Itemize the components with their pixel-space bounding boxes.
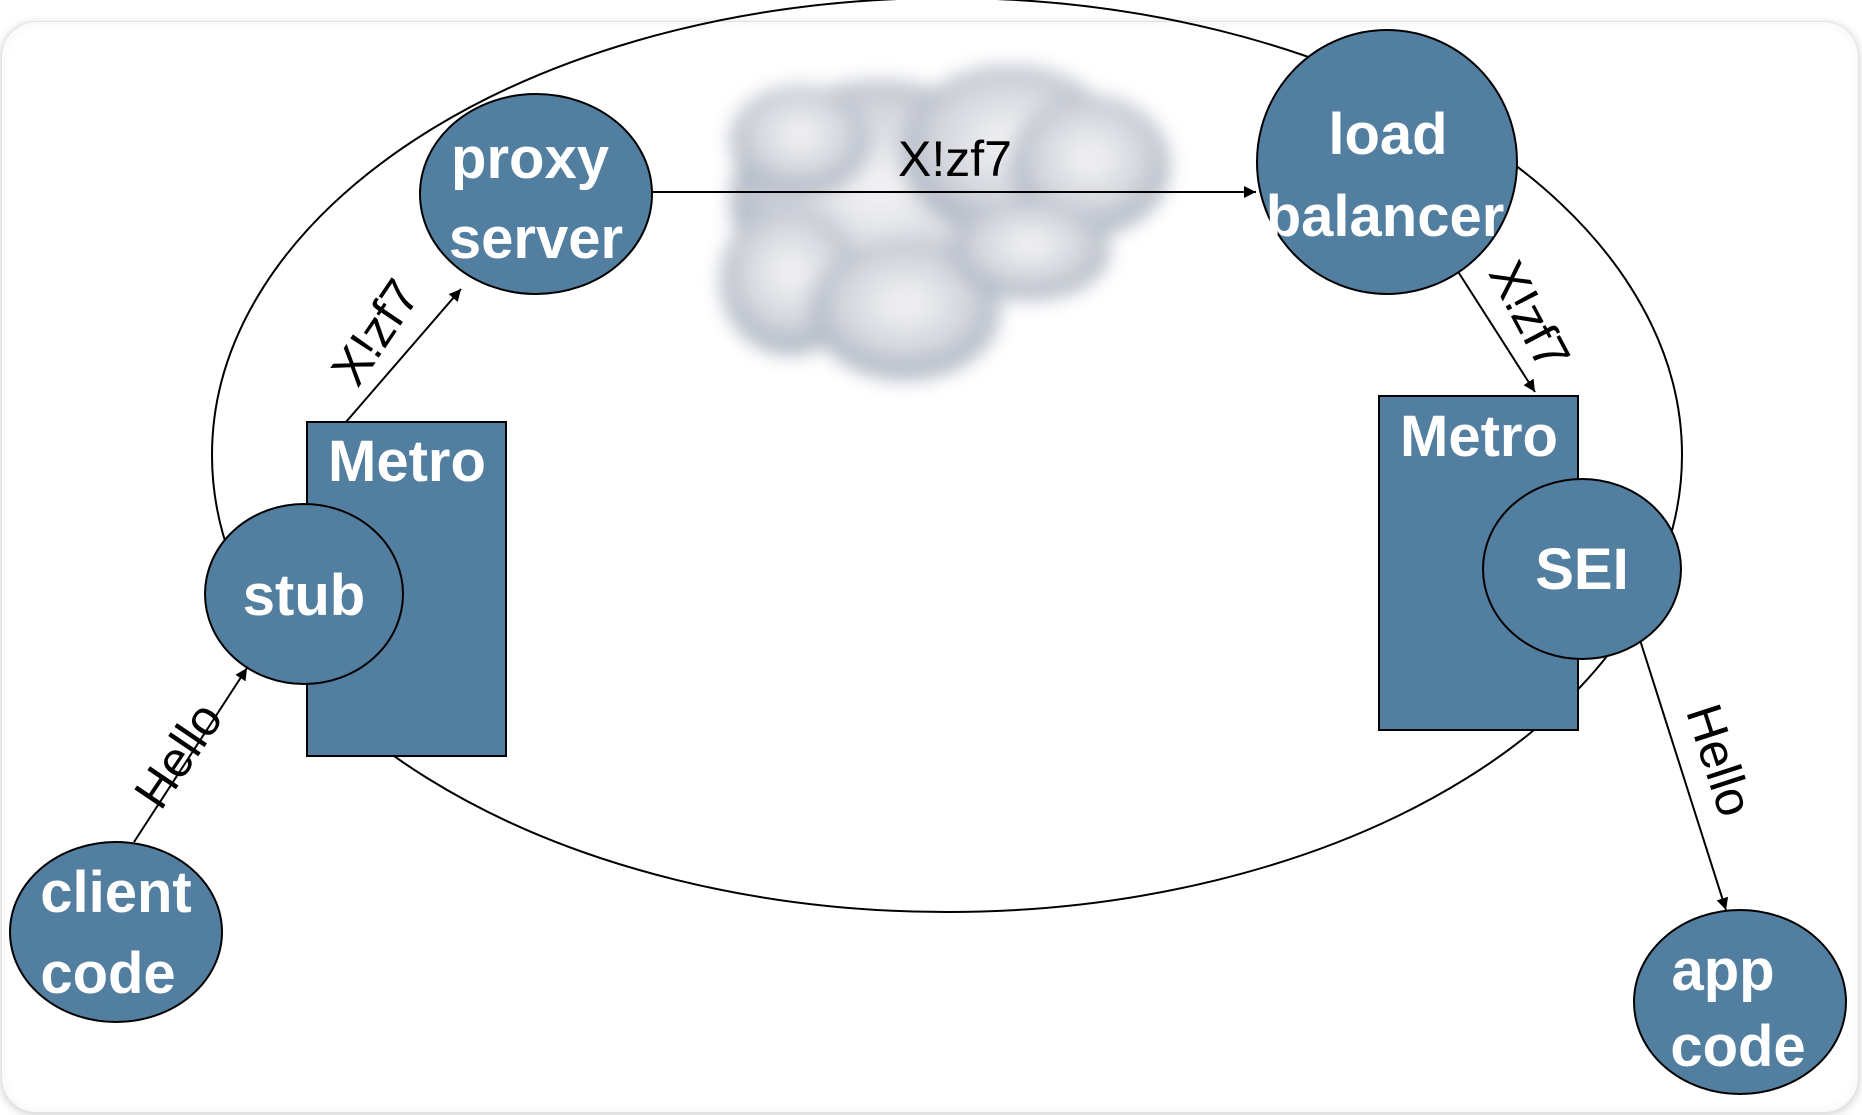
client-code-label-line2: code	[40, 941, 175, 1006]
load-balancer-node	[1256, 29, 1518, 295]
cloud-icon	[720, 65, 1170, 380]
proxy-server-node	[419, 93, 653, 295]
stub-label: stub	[243, 563, 365, 628]
app-code-node	[1633, 909, 1847, 1095]
edge-client-to-stub	[133, 667, 248, 843]
edge-balancer-to-metro	[1456, 269, 1536, 393]
edge-label-proxy-to-balancer: X!zf7	[898, 131, 1012, 187]
edge-label-sei-to-app: Hello	[1675, 697, 1763, 823]
edge-label-metro-to-proxy: X!zf7	[320, 269, 430, 395]
metro-right-label: Metro	[1400, 404, 1558, 469]
edge-metro-to-proxy	[345, 288, 462, 423]
edge-sei-to-app	[1639, 639, 1729, 911]
network-ring	[211, 0, 1683, 913]
client-code-node	[9, 841, 223, 1023]
load-balancer-label-line1: load	[1328, 102, 1447, 167]
app-code-label-line1: app	[1671, 938, 1774, 1003]
sei-label: SEI	[1535, 537, 1629, 602]
client-code-label-line1: client	[40, 860, 192, 925]
metro-left-label: Metro	[328, 429, 486, 494]
load-balancer-label-line2: balancer	[1266, 184, 1505, 249]
proxy-server-label-line2: server	[449, 206, 623, 271]
stub-node	[204, 503, 404, 685]
edge-label-balancer-to-metro: X!zf7	[1478, 252, 1581, 379]
proxy-server-label-line1: proxy	[451, 126, 609, 191]
sei-node	[1482, 478, 1682, 660]
edge-label-client-to-stub: Hello	[123, 692, 233, 818]
app-code-label-line2: code	[1670, 1014, 1805, 1079]
